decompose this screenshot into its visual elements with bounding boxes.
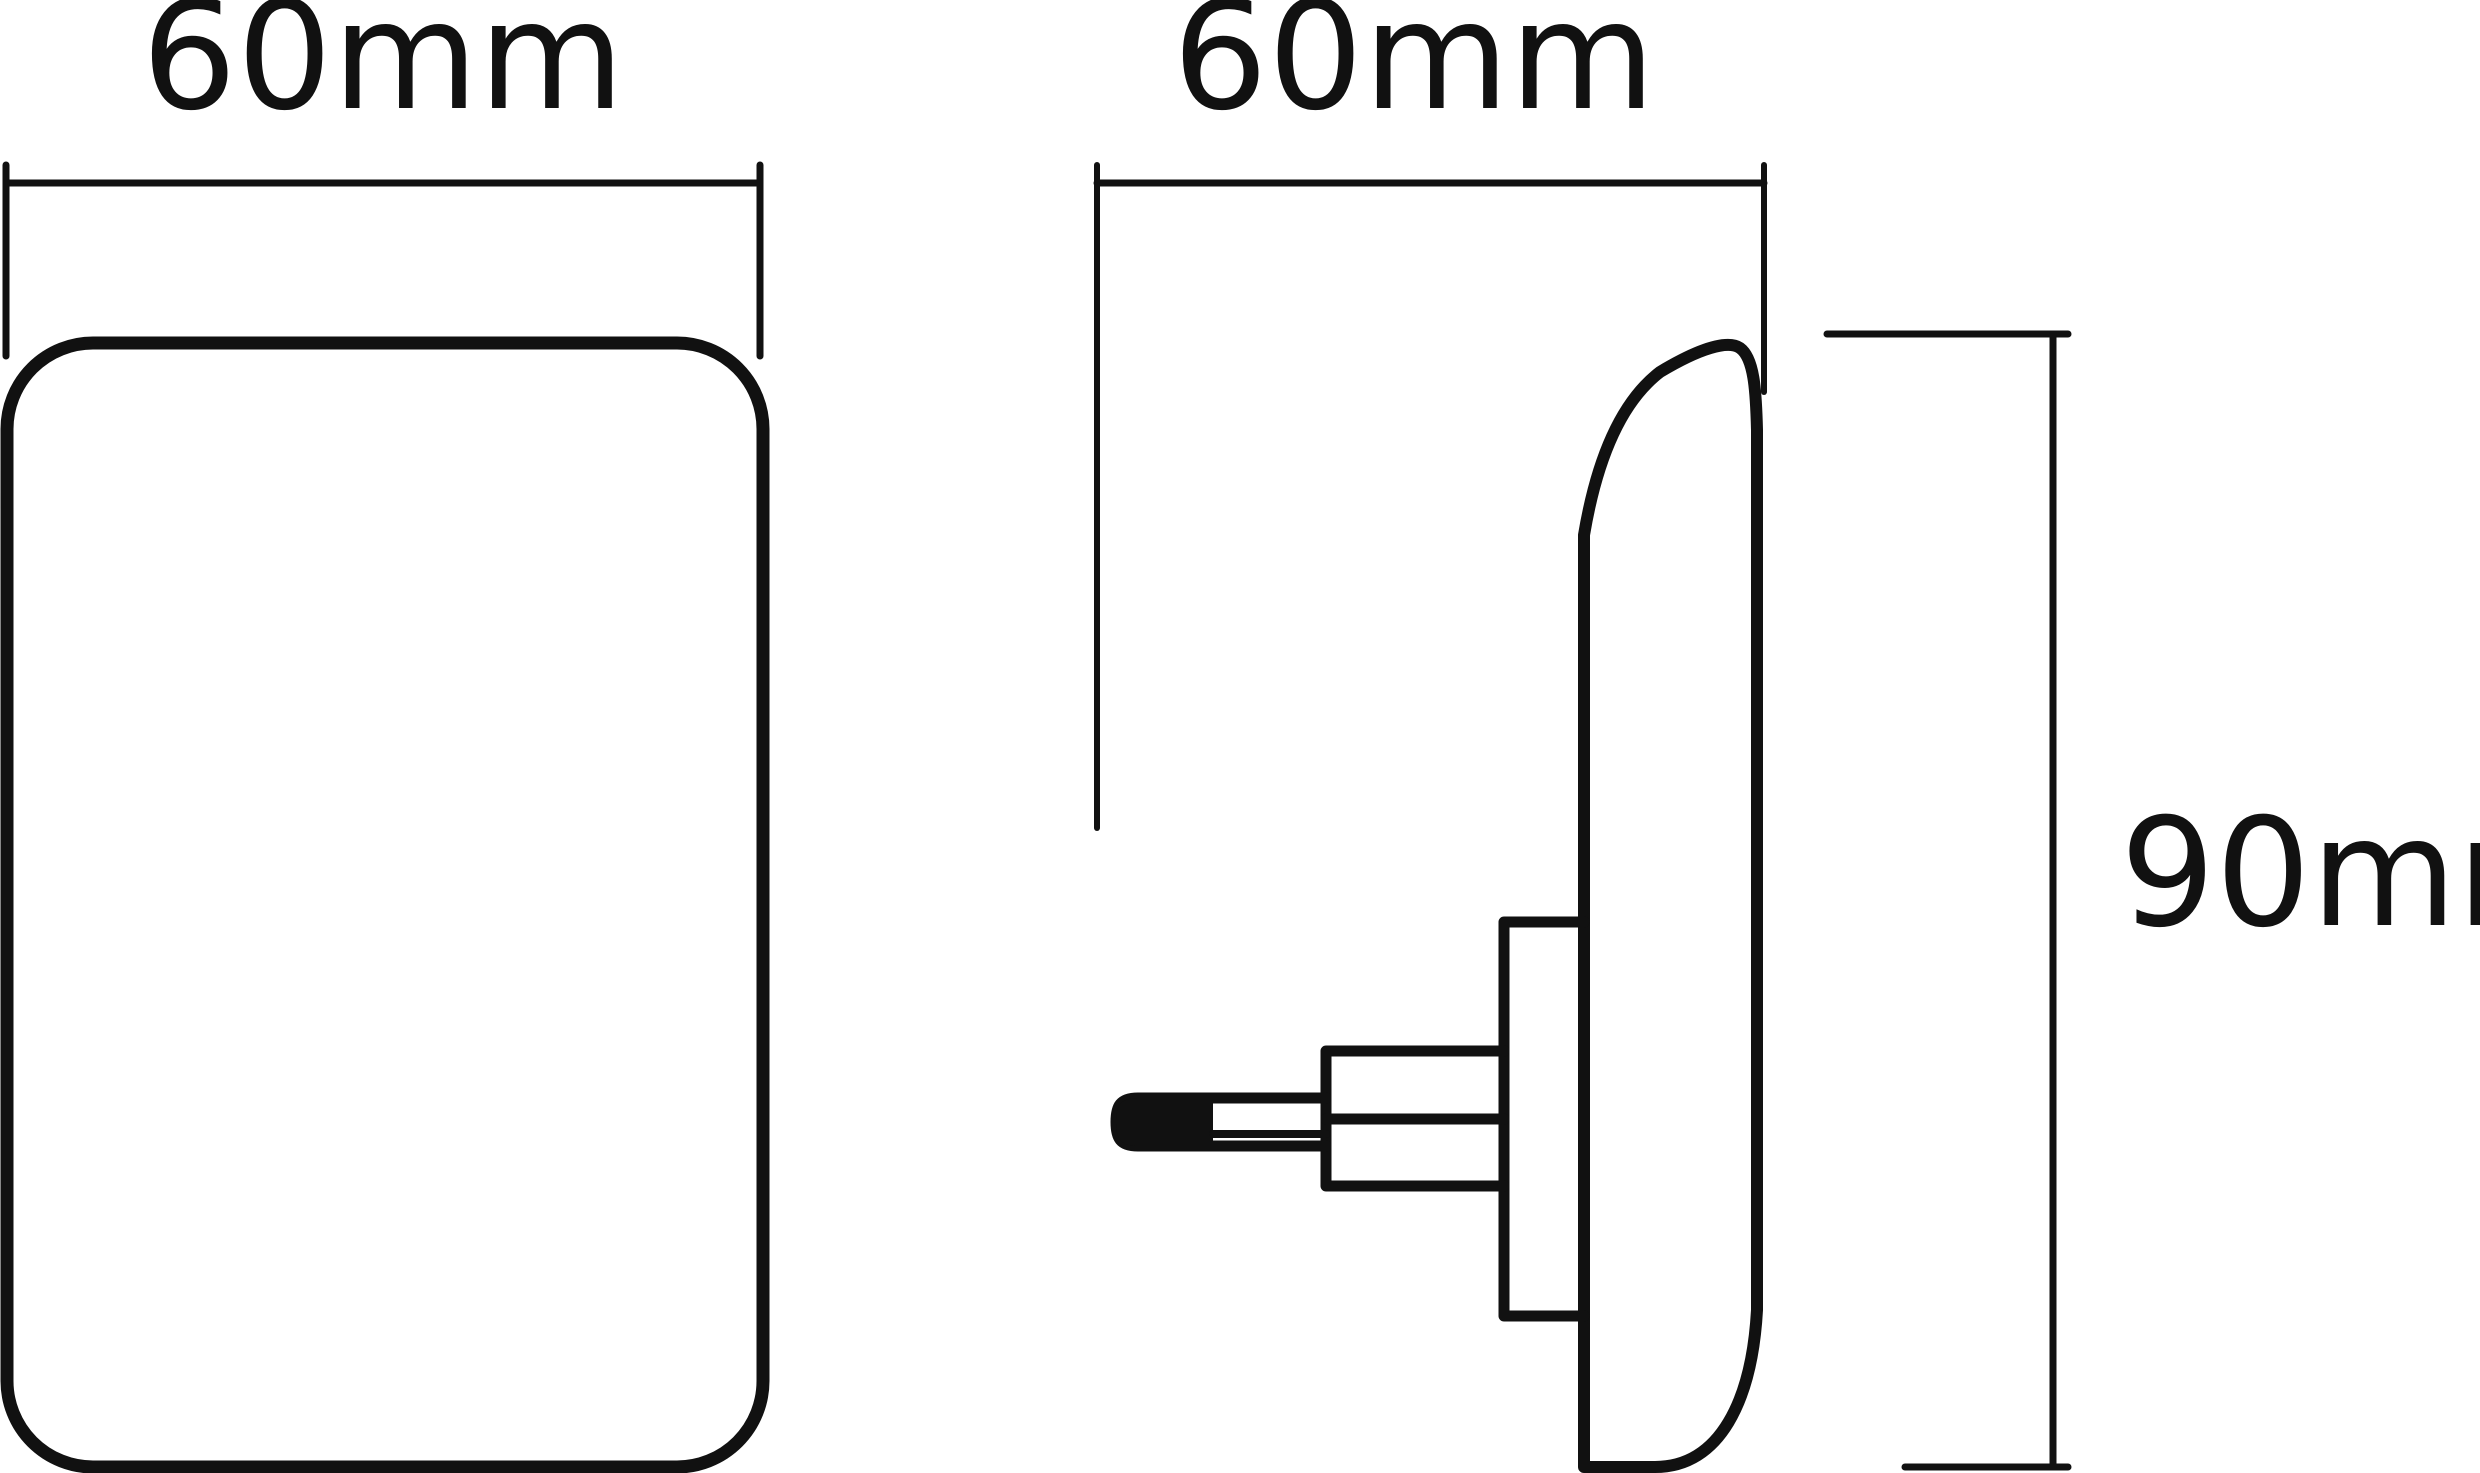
height-label: 90mm [2120,787,2480,961]
plug-pin-tip [1116,1098,1213,1146]
device-side-body [1578,339,1763,1473]
plug-base-plate [1498,916,1590,1322]
front-view: 60mm [0,0,770,1473]
front-width-label: 60mm [141,0,624,144]
side-depth-label: 60mm [1172,0,1655,144]
device-front-outline [0,336,770,1473]
side-view: 60mm 90mm [1093,0,2480,1473]
